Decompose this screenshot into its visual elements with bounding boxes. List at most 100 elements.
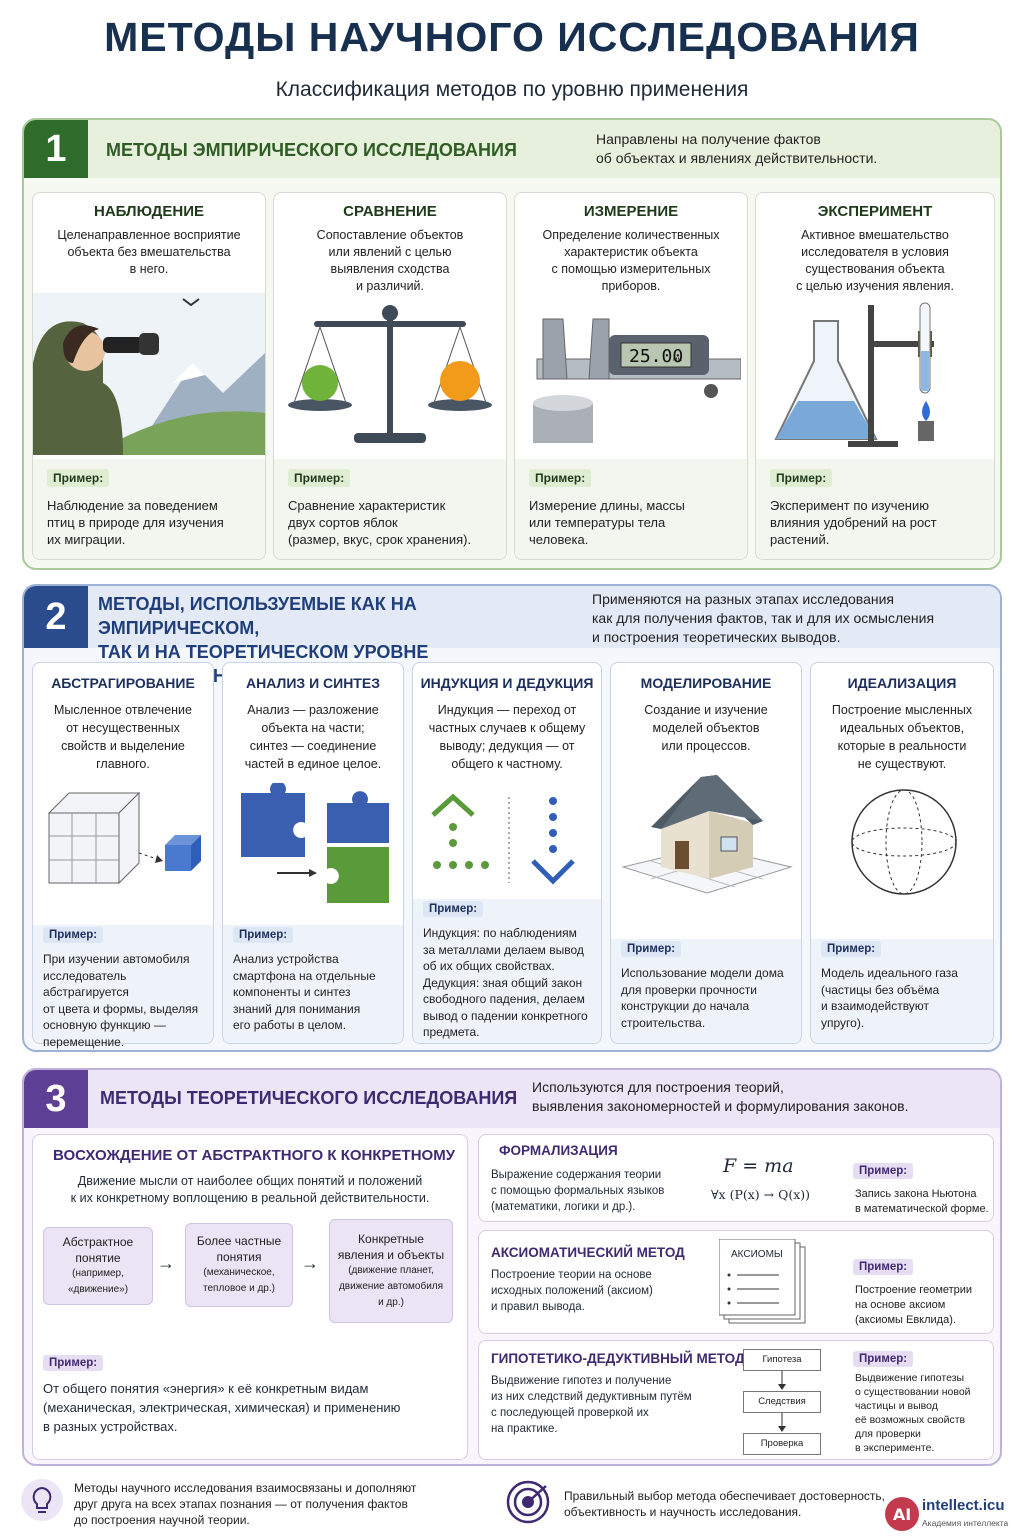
example-tag: Пример:: [853, 1163, 914, 1179]
logo-name: intellect.icu: [922, 1497, 1005, 1514]
flask-stand-icon: [774, 302, 934, 447]
page-subtitle: Классификация методов по уровню применен…: [275, 78, 749, 101]
card-title: ИНДУКЦИЯ И ДЕДУКЦИЯ: [420, 675, 594, 691]
flow-arrow-icon: [778, 1371, 786, 1390]
card-title: АКСИОМАТИЧЕСКИЙ МЕТОД: [491, 1245, 685, 1260]
card-title: АБСТРАГИРОВАНИЕ: [51, 675, 195, 691]
caliper-display: 25.00: [629, 346, 683, 367]
example-tag: Пример:: [853, 1259, 914, 1275]
card-title: ГИПОТЕТИКО-ДЕДУКТИВНЫЙ МЕТОД: [491, 1351, 745, 1366]
flow-hypothesis-box: Гипотеза: [743, 1349, 821, 1371]
example-tag: Пример:: [621, 941, 682, 957]
section-header: 2 МЕТОДЫ, ИСПОЛЬЗУЕМЫЕ КАК НА ЭМПИРИЧЕСК…: [24, 586, 1000, 686]
example-tag: Пример:: [770, 469, 833, 487]
flow-arrow-icon: [778, 1413, 786, 1432]
card-title: ЭКСПЕРИМЕНТ: [817, 203, 933, 220]
card-title: ВОСХОЖДЕНИЕ ОТ АБСТРАКТНОГО К КОНКРЕТНОМ…: [53, 1147, 456, 1164]
caliper-unit: мм: [673, 356, 682, 363]
induction-deduction-icon: [431, 793, 575, 885]
card-title: ИЗМЕРЕНИЕ: [583, 203, 679, 220]
formula-newton: F = ma: [723, 1155, 794, 1177]
card-axiomatic: АКСИОМАТИЧЕСКИЙ МЕТОД Построение теории …: [478, 1230, 994, 1334]
section-description: Используются для построения теорий,выявл…: [532, 1079, 909, 1114]
puzzle-pieces-icon: [241, 783, 389, 903]
arrow-icon: →: [301, 1253, 319, 1273]
section-theoretical: 3 МЕТОДЫ ТЕОРЕТИЧЕСКОГО ИССЛЕДОВАНИЯ Исп…: [22, 1068, 1002, 1466]
section-number: 1: [24, 120, 88, 178]
section-title: МЕТОДЫ ЭМПИРИЧЕСКОГО ИССЛЕДОВАНИЯ: [106, 140, 517, 160]
logo-letters: AI: [893, 1505, 911, 1524]
example-tag: Пример:: [288, 469, 351, 487]
target-icon: [506, 1480, 550, 1524]
example-text: От общего понятия «энергия» к её конкрет…: [43, 1381, 401, 1434]
caliper-icon: 25.00 мм: [533, 318, 741, 443]
house-model-icon: [621, 775, 793, 894]
section-header: 1 МЕТОДЫ ЭМПИРИЧЕСКОГО ИССЛЕДОВАНИЯ Напр…: [24, 120, 1000, 178]
section-empirical: 1 МЕТОДЫ ЭМПИРИЧЕСКОГО ИССЛЕДОВАНИЯ Напр…: [22, 118, 1002, 570]
card-title: НАБЛЮДЕНИЕ: [93, 203, 204, 220]
card-title: СРАВНЕНИЕ: [343, 203, 437, 220]
example-tag: Пример:: [43, 927, 104, 943]
section-number: 2: [24, 586, 88, 648]
observer-binoculars-icon: [33, 293, 265, 455]
card-formalization: ФОРМАЛИЗАЦИЯ Выражение содержания теории…: [478, 1134, 994, 1222]
example-tag: Пример:: [853, 1351, 914, 1367]
sphere-idealization-icon: [851, 789, 957, 895]
example-text: Модель идеального газа(частицы без объём…: [821, 966, 958, 1030]
example-tag: Пример:: [423, 901, 484, 917]
footer-note-right: Правильный выбор метода обеспечивает дос…: [564, 1489, 885, 1519]
logo-subtitle: Академия интеллекта: [922, 1518, 1009, 1528]
card-title: ФОРМАЛИЗАЦИЯ: [499, 1143, 618, 1158]
example-tag: Пример:: [47, 469, 110, 487]
section-number: 3: [24, 1070, 88, 1128]
arrow-icon: →: [157, 1253, 175, 1273]
flow-consequences-box: Следствия: [743, 1391, 821, 1413]
page-title: МЕТОДЫ НАУЧНОГО ИССЛЕДОВАНИЯ: [104, 14, 920, 60]
axioms-document-icon: [719, 1239, 806, 1324]
example-tag: Пример:: [821, 941, 882, 957]
section-title: МЕТОДЫ ТЕОРЕТИЧЕСКОГО ИССЛЕДОВАНИЯ: [100, 1088, 518, 1108]
section-mixed: 2 МЕТОДЫ, ИСПОЛЬЗУЕМЫЕ КАК НА ЭМПИРИЧЕСК…: [22, 584, 1002, 1052]
flow-verification-box: Проверка: [743, 1433, 821, 1455]
example-tag: Пример:: [43, 1355, 104, 1371]
intellect-logo-icon: AI: [885, 1497, 919, 1531]
card-title: АНАЛИЗ И СИНТЕЗ: [246, 675, 380, 691]
card-title: МОДЕЛИРОВАНИЕ: [640, 675, 772, 691]
section-header: 3 МЕТОДЫ ТЕОРЕТИЧЕСКОГО ИССЛЕДОВАНИЯ Исп…: [24, 1070, 1000, 1128]
card-title: ИДЕАЛИЗАЦИЯ: [847, 675, 957, 691]
card-ascent: ВОСХОЖДЕНИЕ ОТ АБСТРАКТНОГО К КОНКРЕТНОМ…: [32, 1134, 468, 1460]
formula-logic: ∀x (P(x) → Q(x)): [711, 1187, 811, 1202]
card-induction-deduction: ИНДУКЦИЯ И ДЕДУКЦИЯ Индукция — переход от…: [412, 662, 602, 1044]
